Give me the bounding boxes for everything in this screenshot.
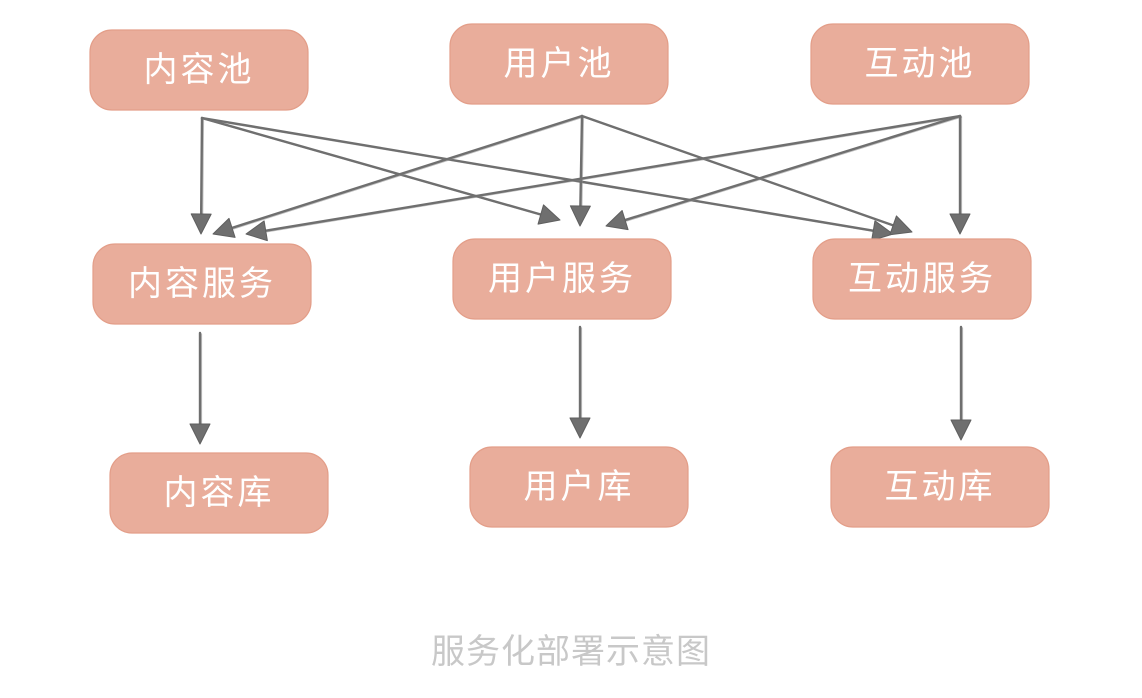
arrow-content-pool-to-content-service xyxy=(190,116,212,235)
arrow-interaction-pool-to-content-service-line xyxy=(264,114,962,232)
arrow-interaction-pool-to-user-service-line xyxy=(623,114,962,222)
arrow-user-service-to-user-db-head xyxy=(569,417,591,439)
arrow-content-pool-to-user-service-head xyxy=(537,204,561,225)
arrow-interaction-pool-to-interaction-service xyxy=(949,114,971,235)
node-content-db-label: 内容库 xyxy=(164,473,275,513)
edges-layer xyxy=(189,114,972,445)
node-user-pool-box xyxy=(449,23,669,105)
arrow-content-pool-to-user-service xyxy=(200,116,561,225)
arrow-content-pool-to-content-service-head xyxy=(190,213,212,235)
arrow-interaction-pool-to-interaction-service-head xyxy=(949,213,971,235)
node-user-service-box xyxy=(452,238,672,320)
node-user-pool: 用户池 xyxy=(449,23,669,105)
node-interaction-service-box xyxy=(812,238,1032,320)
node-interaction-service-label: 互动服务 xyxy=(848,259,996,299)
arrow-user-pool-to-user-service-line xyxy=(579,114,584,208)
arrow-user-pool-to-user-service-sketch-line xyxy=(581,116,585,208)
arrow-content-pool-to-content-service-sketch-line xyxy=(202,118,205,216)
arrow-user-pool-to-interaction-service-head xyxy=(889,215,913,236)
node-content-pool: 内容池 xyxy=(89,29,309,111)
arrow-interaction-service-to-interaction-db-head xyxy=(950,419,972,441)
arrow-interaction-pool-to-user-service-head xyxy=(605,210,629,231)
arrow-user-pool-to-content-service xyxy=(212,114,585,238)
arrow-interaction-pool-to-content-service-sketch-line xyxy=(266,116,963,233)
arrow-content-pool-to-user-service-line xyxy=(200,116,542,216)
arrow-content-service-to-content-db-head xyxy=(189,423,211,445)
node-interaction-db: 互动库 xyxy=(830,446,1050,528)
arrow-content-service-to-content-db xyxy=(189,331,211,445)
arrow-content-pool-to-interaction-service xyxy=(200,116,894,242)
arrow-interaction-pool-to-user-service xyxy=(605,114,963,231)
diagram-caption: 服务化部署示意图 xyxy=(431,632,711,672)
arrow-content-pool-to-interaction-service-head xyxy=(871,220,894,242)
node-user-db-label: 用户库 xyxy=(524,467,635,507)
node-content-service-box xyxy=(92,243,312,325)
node-interaction-pool-box xyxy=(810,23,1030,105)
arrow-content-pool-to-content-service-line xyxy=(199,116,204,216)
node-interaction-pool-label: 互动池 xyxy=(865,44,976,84)
node-content-service-label: 内容服务 xyxy=(128,264,276,304)
node-content-db: 内容库 xyxy=(109,452,329,534)
node-user-service: 用户服务 xyxy=(452,238,672,320)
arrow-interaction-pool-to-content-service-head xyxy=(245,220,268,242)
node-user-db: 用户库 xyxy=(469,446,689,528)
arrow-interaction-service-to-interaction-db xyxy=(950,325,972,441)
arrow-user-pool-to-user-service-head xyxy=(569,205,591,227)
arrow-user-pool-to-interaction-service-line xyxy=(580,114,895,227)
node-interaction-db-label: 互动库 xyxy=(885,467,996,507)
node-interaction-service: 互动服务 xyxy=(812,238,1032,320)
arrow-user-pool-to-user-service xyxy=(569,114,591,227)
arrow-user-pool-to-content-service-head xyxy=(212,217,236,238)
node-user-db-box xyxy=(469,446,689,528)
arrow-user-pool-to-content-service-line xyxy=(230,114,584,230)
arrow-content-pool-to-interaction-service-line xyxy=(200,116,875,232)
arrow-user-service-to-user-db xyxy=(569,325,591,439)
node-content-db-box xyxy=(109,452,329,534)
arrow-interaction-pool-to-content-service xyxy=(245,114,963,242)
node-user-pool-label: 用户池 xyxy=(504,44,615,84)
node-user-service-label: 用户服务 xyxy=(488,259,636,299)
node-content-service: 内容服务 xyxy=(92,243,312,325)
arrow-user-pool-to-content-service-sketch-line xyxy=(232,116,585,230)
node-content-pool-box xyxy=(89,29,309,111)
node-interaction-pool: 互动池 xyxy=(810,23,1030,105)
arrow-user-pool-to-interaction-service xyxy=(580,114,913,236)
arrow-interaction-pool-to-user-service-sketch-line xyxy=(625,116,963,222)
node-content-pool-label: 内容池 xyxy=(144,50,255,90)
node-interaction-db-box xyxy=(830,446,1050,528)
